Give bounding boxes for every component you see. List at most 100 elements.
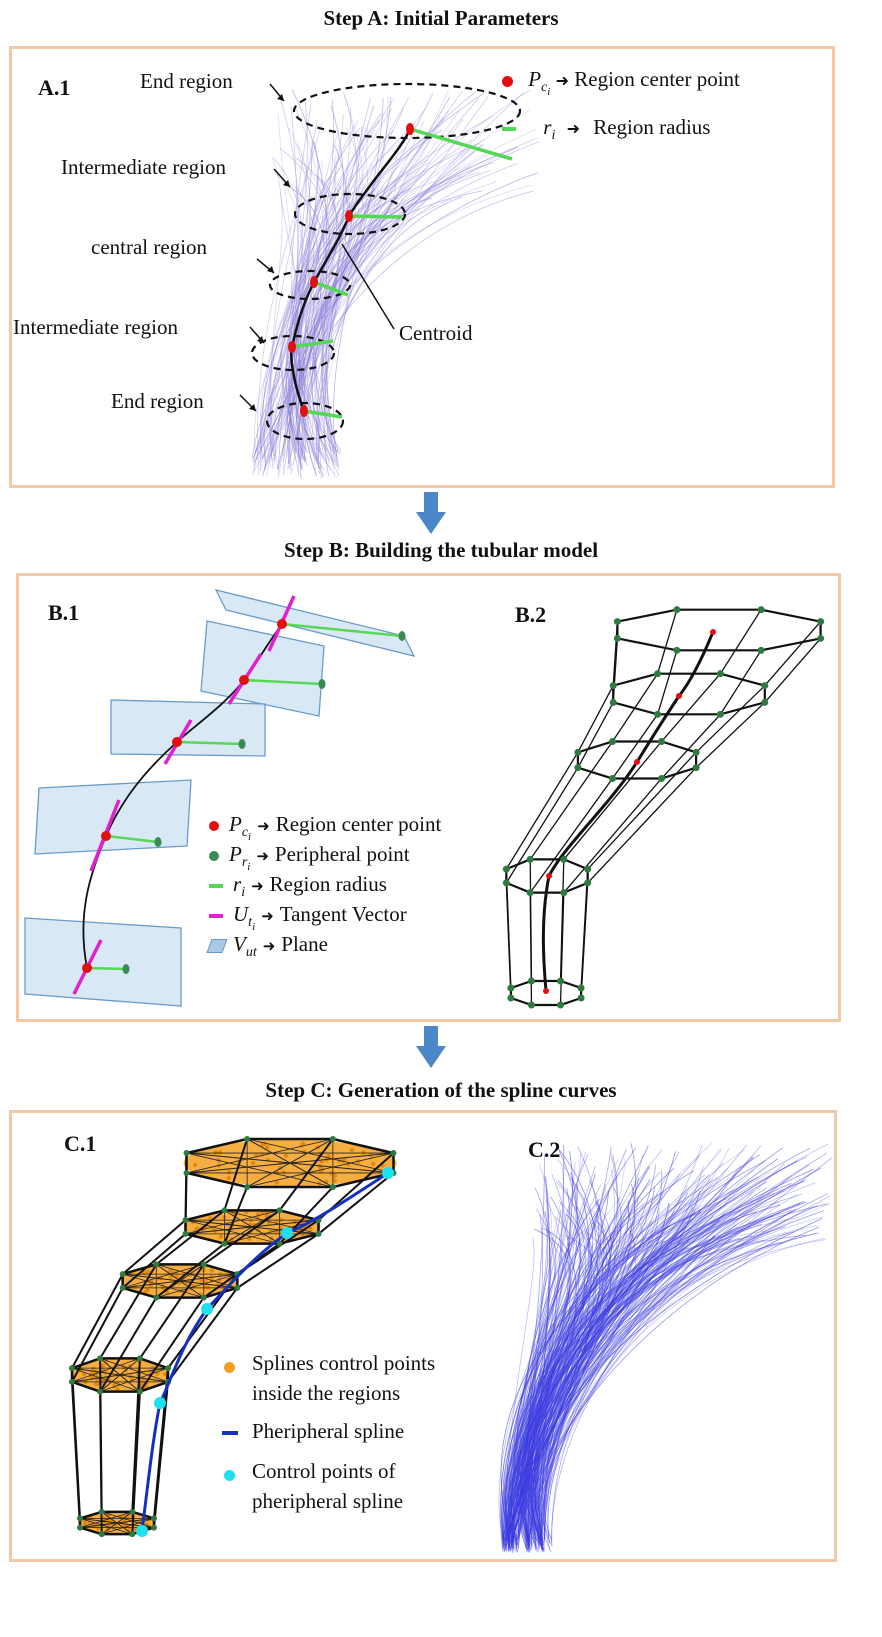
fiber xyxy=(503,1238,580,1549)
peripheral-point xyxy=(761,682,769,690)
center-point xyxy=(710,629,716,635)
fiber xyxy=(510,1169,616,1547)
peripheral-point xyxy=(119,1271,126,1278)
fiber xyxy=(253,151,494,457)
fiber xyxy=(537,1144,565,1544)
fiber xyxy=(541,1192,689,1549)
fiber xyxy=(508,1181,713,1542)
spline-control-point xyxy=(91,1366,96,1371)
fiber xyxy=(530,1190,701,1539)
region-radius-line xyxy=(348,214,403,219)
fiber xyxy=(276,176,330,470)
fiber xyxy=(530,1180,805,1548)
disc-cross-line xyxy=(186,1138,333,1174)
fiber xyxy=(302,185,365,471)
fiber xyxy=(325,91,476,470)
fiber xyxy=(537,1149,663,1540)
fiber xyxy=(262,115,494,467)
fiber xyxy=(537,1239,766,1548)
panel-label-c1: C.1 xyxy=(64,1131,97,1156)
disc-cross-line xyxy=(185,1219,319,1235)
fiber xyxy=(510,1201,612,1548)
fiber xyxy=(297,139,472,476)
fiber xyxy=(538,1242,783,1540)
peripheral-point xyxy=(390,1150,397,1157)
label-intermediate-region-bottom: Intermediate region xyxy=(13,315,179,339)
legend-b-row: Pri➜Peripheral point xyxy=(209,842,441,873)
fiber xyxy=(293,161,339,465)
plane-shape xyxy=(24,917,182,1007)
fiber xyxy=(513,1154,761,1550)
fiber xyxy=(534,1235,661,1546)
spline-control-point xyxy=(218,1234,224,1239)
legend-line-icon xyxy=(502,127,516,132)
peripheral-point xyxy=(221,1240,228,1247)
fiber xyxy=(506,1184,606,1549)
region-ellipse xyxy=(250,334,336,372)
peripheral-point xyxy=(817,634,825,642)
fiber xyxy=(547,1202,670,1543)
c-diagram xyxy=(68,1135,833,1554)
spline-control-point xyxy=(227,1170,232,1175)
center-point xyxy=(239,675,249,685)
spline-control-point xyxy=(226,1175,231,1181)
fiber xyxy=(263,127,361,471)
fiber xyxy=(286,171,481,453)
peripheral-spline-control-point xyxy=(136,1525,148,1537)
cyan-dot-icon xyxy=(224,1470,235,1481)
spline-control-point xyxy=(208,1215,213,1221)
spline-control-point xyxy=(265,1145,270,1150)
peripheral-point xyxy=(315,1230,322,1237)
peripheral-point xyxy=(654,670,662,678)
fiber xyxy=(303,109,531,479)
peripheral-point xyxy=(673,606,681,614)
peripheral-point xyxy=(692,748,700,756)
radius-line xyxy=(281,622,403,638)
fiber xyxy=(296,97,450,462)
fiber xyxy=(303,188,353,469)
panel-c: C.1 C.2 Splines control points inside th… xyxy=(9,1110,837,1562)
peripheral-point xyxy=(153,1261,160,1268)
peripheral-point xyxy=(673,646,681,654)
legend-text: Control points of xyxy=(252,1459,396,1483)
fiber xyxy=(533,1183,578,1545)
peripheral-point xyxy=(560,855,568,863)
arrow-icon: ➜ xyxy=(262,939,276,955)
panel-a1: A.1 End region Intermediate region centr… xyxy=(9,46,835,488)
spline-control-point xyxy=(248,1218,254,1223)
fiber xyxy=(508,1187,571,1543)
fiber xyxy=(277,120,359,478)
fiber xyxy=(271,165,365,454)
arrow-icon: ➜ xyxy=(261,909,274,925)
peripheral-point xyxy=(609,698,617,706)
peripheral-point xyxy=(574,748,582,756)
legend-a-center-point: Pci ➜ Region center point xyxy=(502,67,740,98)
arrowhead-icon xyxy=(257,336,264,343)
fiber xyxy=(502,1155,618,1540)
fiber xyxy=(544,1194,798,1551)
disc-cross-line xyxy=(79,1518,133,1535)
fiber xyxy=(290,172,409,450)
legend-symbol: ri xyxy=(233,872,246,901)
step-c-title: Step C: Generation of the spline curves xyxy=(265,1078,617,1102)
spline-control-point xyxy=(283,1153,289,1158)
fiber xyxy=(534,1189,550,1550)
spline-control-point xyxy=(250,1160,256,1166)
peripheral-point xyxy=(318,679,326,689)
peripheral-point xyxy=(97,1388,104,1395)
peripheral-point xyxy=(654,710,662,718)
peripheral-point xyxy=(757,646,765,654)
legend-text: Region radius xyxy=(593,115,711,139)
region-ellipse xyxy=(265,401,345,441)
peripheral-point xyxy=(183,1169,190,1176)
fiber xyxy=(507,1181,591,1551)
label-end-region-bottom: End region xyxy=(111,389,204,413)
peripheral-point xyxy=(560,889,568,897)
peripheral-point xyxy=(398,631,406,641)
region-radius-line xyxy=(303,409,343,419)
legend-dot-icon xyxy=(502,75,513,87)
disc-cross-line xyxy=(71,1367,141,1393)
fiber xyxy=(267,141,540,464)
legend-b-row: ri➜Region radius xyxy=(209,872,441,902)
peripheral-spline-control-point xyxy=(382,1167,394,1179)
